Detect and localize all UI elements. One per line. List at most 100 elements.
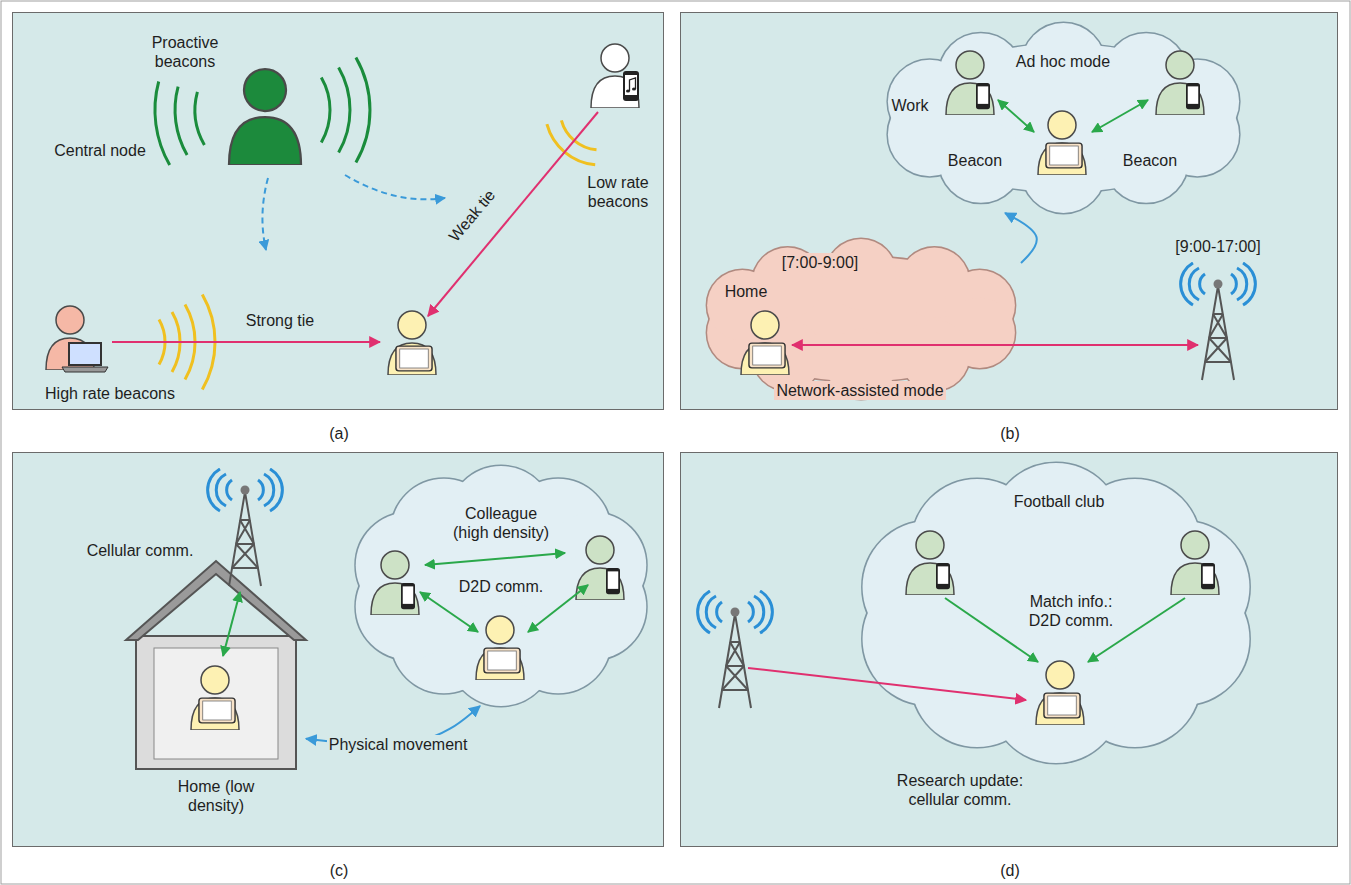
cellular-link	[748, 668, 1026, 700]
panel-box: (a)	[12, 12, 664, 410]
text-slot: Low rate beacons	[582, 173, 654, 211]
beacon-arrows	[998, 100, 1148, 132]
club-member-person	[906, 531, 954, 595]
text-slot: Home	[711, 282, 781, 301]
cloud-label: Match info.: D2D comm.	[1016, 592, 1126, 630]
text-slot: Match info.: D2D comm.	[1016, 592, 1126, 630]
text-slot: Strong tie	[220, 311, 340, 330]
central-node-person	[229, 69, 301, 165]
time-label: [7:00-9:00]	[780, 253, 861, 272]
place-label: Work	[889, 96, 930, 115]
text-slot: Ad hoc mode	[983, 52, 1143, 71]
text-slot: (b)	[970, 424, 1050, 443]
text-slot: Work	[880, 96, 940, 115]
d2d-arrows	[945, 598, 1185, 662]
tablet-icon	[1046, 143, 1082, 168]
text-slot: (d)	[970, 861, 1050, 880]
text-slot: Physical movement	[288, 735, 508, 754]
phone-icon	[401, 583, 415, 609]
text-slot: Cellular comm.	[75, 541, 205, 560]
laptop-icon	[62, 342, 108, 372]
user-person	[741, 311, 789, 375]
phone-icon	[606, 568, 620, 594]
panel-caption: (a)	[327, 424, 351, 443]
beacon-label: High rate beacons	[43, 384, 177, 403]
beacon-label: Proactive beacons	[138, 33, 233, 71]
cloud-label: Colleague (high density)	[447, 504, 555, 542]
user-person	[1038, 111, 1086, 175]
cellular-link	[792, 344, 1198, 346]
text-slot: (c)	[299, 861, 379, 880]
panel-box: Colleague (high density) D2D comm. Home (l…	[12, 452, 664, 847]
user-person	[388, 311, 436, 375]
user-person	[476, 616, 524, 680]
colleague-person	[576, 536, 624, 600]
link-label: Research update: cellular comm.	[885, 771, 1035, 809]
link-label: Cellular comm.	[85, 541, 196, 560]
colleague-person	[371, 551, 419, 615]
cell-tower	[698, 591, 773, 708]
club-member-person	[1171, 531, 1219, 595]
user-person	[1036, 661, 1084, 725]
text-slot: [9:00-17:00]	[1163, 237, 1273, 256]
panel-caption: (b)	[998, 424, 1022, 443]
text-slot: Proactive beacons	[138, 33, 233, 71]
link-label: Beacon	[1121, 151, 1179, 170]
cellular-link	[223, 592, 240, 656]
tablet-icon	[484, 648, 520, 673]
d2d-arrows	[420, 553, 588, 632]
time-label: [9:00-17:00]	[1173, 237, 1262, 256]
tie-label: Weak tie	[443, 184, 500, 247]
cloud-label: Ad hoc mode	[1014, 52, 1112, 71]
link-label: Beacon	[946, 151, 1004, 170]
tablet-icon	[749, 343, 785, 368]
text-slot: [7:00-9:00]	[765, 253, 875, 272]
phone-icon	[1186, 83, 1200, 109]
beacon-label: Low rate beacons	[582, 173, 654, 211]
text-slot: High rate beacons	[25, 384, 195, 403]
tablet-icon	[396, 346, 432, 371]
user-person	[191, 666, 239, 730]
cloud-label: D2D comm.	[457, 577, 545, 596]
colleague-person	[1156, 51, 1204, 115]
music-user-person	[591, 44, 639, 108]
text-slot: Central node	[35, 141, 165, 160]
text-slot: D2D comm.	[446, 577, 556, 596]
tie-label: Strong tie	[244, 311, 316, 330]
connector-arrow	[1005, 213, 1037, 263]
tablet-icon	[199, 698, 235, 723]
text-slot: Weak tie	[422, 206, 522, 225]
text-slot: Beacon	[935, 151, 1015, 170]
cell-tower	[1181, 263, 1256, 380]
text-slot: Network-assisted mode	[750, 381, 970, 400]
panel-caption: (d)	[998, 861, 1022, 880]
text-slot: Beacon	[1110, 151, 1190, 170]
tie-lines	[112, 112, 598, 342]
tablet-icon	[1044, 693, 1080, 718]
phone-icon	[976, 83, 990, 109]
house-outline	[126, 556, 306, 771]
edge-label: Physical movement	[327, 735, 470, 754]
colleague-person	[946, 51, 994, 115]
cloud-label: Home	[723, 282, 770, 301]
phone-icon	[623, 71, 639, 101]
phone-icon	[936, 563, 950, 589]
beacon-spread-arrows	[262, 175, 445, 250]
text-slot: Research update: cellular comm.	[885, 771, 1035, 809]
cell-tower	[208, 469, 283, 586]
mode-label: Network-assisted mode	[774, 381, 945, 400]
phone-icon	[1201, 563, 1215, 589]
text-slot: Football club	[979, 492, 1139, 511]
text-slot: Colleague (high density)	[447, 504, 555, 542]
cloud-label: Football club	[1012, 492, 1107, 511]
text-slot: Home (low density)	[161, 777, 271, 815]
proactive-beacon-arcs	[155, 58, 370, 166]
house-label: Home (low density)	[161, 777, 271, 815]
music-note	[626, 78, 636, 93]
text-slot: (a)	[299, 424, 379, 443]
node-label: Central node	[52, 141, 148, 160]
panel-caption: (c)	[328, 861, 351, 880]
